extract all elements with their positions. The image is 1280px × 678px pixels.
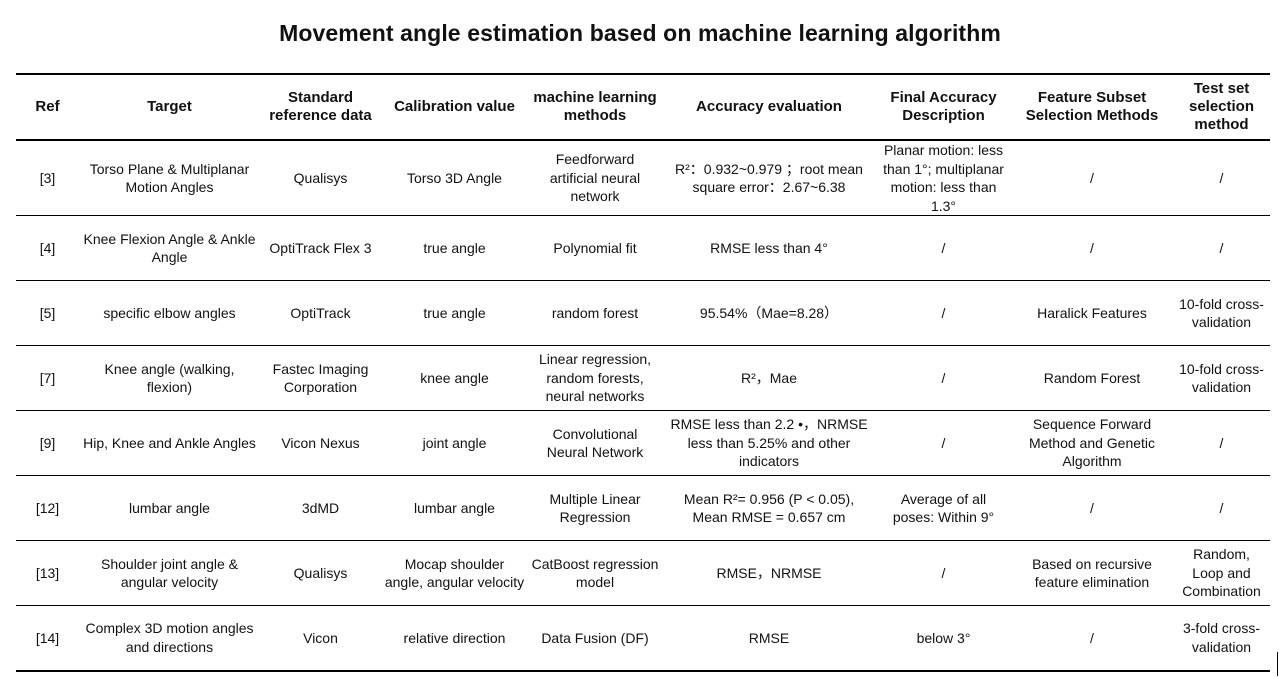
column-header-ref: Ref [16, 74, 79, 141]
ml-methods-cell: Multiple Linear Regression [528, 475, 662, 541]
table-row: [14] Complex 3D motion angles and directi… [16, 606, 1270, 671]
reference-data-cell: Fastec Imaging Corporation [260, 345, 381, 411]
target-cell: Torso Plane & Multiplanar Motion Angles [79, 140, 260, 216]
final-accuracy-cell: / [876, 280, 1011, 346]
ml-methods-cell: Feedforward artificial neural network [528, 140, 662, 216]
accuracy-evaluation-cell: RMSE，NRMSE [662, 540, 876, 606]
table-row: [3]Torso Plane & Multiplanar Motion Angl… [16, 140, 1270, 216]
ref-cell: [13] [16, 540, 79, 606]
test-set-selection-cell: / [1173, 140, 1270, 216]
reference-data-cell: OptiTrack Flex 3 [260, 215, 381, 281]
column-header-calibration-value: Calibration value [381, 74, 528, 141]
final-accuracy-cell: / [876, 215, 1011, 281]
accuracy-evaluation-cell: 95.54%（Mae=8.28） [662, 280, 876, 346]
accuracy-evaluation-cell: R²：0.932~0.979 ；root mean square error：2… [662, 140, 876, 216]
test-set-selection-cell: / [1173, 475, 1270, 541]
table-body: [3]Torso Plane & Multiplanar Motion Angl… [16, 140, 1270, 671]
table-row: [13]Shoulder joint angle & angular veloc… [16, 540, 1270, 606]
ml-methods-cell: Linear regression, random forests, neura… [528, 345, 662, 411]
feature-selection-cell: / [1011, 475, 1173, 541]
calibration-value-cell: relative direction [403, 629, 506, 646]
test-set-selection-cell: 10-fold cross-validation [1173, 345, 1270, 411]
target-cell: specific elbow angles [79, 280, 260, 346]
ref-cell: [7] [16, 345, 79, 411]
calibration-value-cell: joint angle [381, 410, 528, 476]
test-set-selection-cell: Random, Loop and Combination [1173, 540, 1270, 606]
target-cell: Hip, Knee and Ankle Angles [79, 410, 260, 476]
calibration-value-cell: true angle [381, 280, 528, 346]
target-cell: Knee Flexion Angle & Ankle Angle [79, 215, 260, 281]
target-cell: Shoulder joint angle & angular velocity [79, 540, 260, 606]
target-cell: Knee angle (walking, flexion) [79, 345, 260, 411]
reference-data-cell: Qualisys [260, 140, 381, 216]
test-set-selection-cell: 3-fold cross-validation [1182, 620, 1261, 655]
column-header-accuracy-evaluation: Accuracy evaluation [662, 74, 876, 141]
feature-selection-cell: Sequence Forward Method and Genetic Algo… [1011, 410, 1173, 476]
feature-selection-cell: Haralick Features [1011, 280, 1173, 346]
feature-selection-cell: / [1011, 215, 1173, 281]
ml-methods-cell: Data Fusion (DF) [541, 629, 649, 646]
ref-cell: [3] [16, 140, 79, 216]
target-cell: Complex 3D motion angles and directions [85, 620, 254, 655]
feature-selection-cell: / [1011, 140, 1173, 216]
final-accuracy-cell: / [876, 540, 1011, 606]
ref-cell: [9] [16, 410, 79, 476]
ml-methods-cell: Polynomial fit [528, 215, 662, 281]
calibration-value-cell: knee angle [381, 345, 528, 411]
column-header-ml-methods: machine learning methods [528, 74, 662, 141]
reference-data-cell: 3dMD [260, 475, 381, 541]
text-cursor [1277, 652, 1278, 676]
ml-methods-cell: Convolutional Neural Network [528, 410, 662, 476]
accuracy-evaluation-cell: R²，Mae [662, 345, 876, 411]
feature-selection-cell: / [1090, 629, 1094, 646]
reference-data-cell: OptiTrack [260, 280, 381, 346]
column-header-test-set-selection: Test set selection method [1173, 74, 1270, 141]
table-title: Movement angle estimation based on machi… [279, 20, 1001, 46]
final-accuracy-cell: Average of all poses: Within 9° [876, 475, 1011, 541]
ref-cell: [14] [35, 629, 60, 646]
table-row: [7]Knee angle (walking, flexion)Fastec I… [16, 345, 1270, 411]
ml-methods-cell: random forest [528, 280, 662, 346]
test-set-selection-cell: 10-fold cross-validation [1173, 280, 1270, 346]
final-accuracy-cell: / [876, 345, 1011, 411]
accuracy-evaluation-cell: Mean R²= 0.956 (P < 0.05), Mean RMSE = 0… [662, 475, 876, 541]
ml-methods-cell: CatBoost regression model [528, 540, 662, 606]
feature-selection-cell: Random Forest [1011, 345, 1173, 411]
accuracy-evaluation-cell: RMSE less than 4° [662, 215, 876, 281]
column-header-feature-selection: Feature Subset Selection Methods [1011, 74, 1173, 141]
column-header-reference-data: Standard reference data [260, 74, 381, 141]
test-set-selection-cell: / [1173, 410, 1270, 476]
final-accuracy-cell: below 3° [916, 629, 971, 646]
column-header-final-accuracy: Final Accuracy Description [876, 74, 1011, 141]
reference-data-cell: Qualisys [260, 540, 381, 606]
target-cell: lumbar angle [79, 475, 260, 541]
calibration-value-cell: true angle [381, 215, 528, 281]
ref-cell: [4] [16, 215, 79, 281]
column-header-target: Target [79, 74, 260, 141]
accuracy-evaluation-cell: RMSE less than 2.2 •，NRMSE less than 5.2… [662, 410, 876, 476]
final-accuracy-cell: / [876, 410, 1011, 476]
feature-selection-cell: Based on recursive feature elimination [1011, 540, 1173, 606]
reference-data-cell: Vicon Nexus [260, 410, 381, 476]
header-row: Ref Target Standard reference data Calib… [16, 74, 1270, 141]
calibration-value-cell: lumbar angle [381, 475, 528, 541]
ref-cell: [5] [16, 280, 79, 346]
calibration-value-cell: Mocap shoulder angle, angular velocity [381, 540, 528, 606]
test-set-selection-cell: / [1173, 215, 1270, 281]
accuracy-evaluation-cell: RMSE [748, 629, 790, 646]
ref-cell: [12] [16, 475, 79, 541]
calibration-value-cell: Torso 3D Angle [381, 140, 528, 216]
reference-data-cell: Vicon [303, 629, 338, 646]
final-accuracy-cell: Planar motion: less than 1°; multiplanar… [876, 140, 1011, 216]
results-table: Ref Target Standard reference data Calib… [16, 73, 1270, 672]
